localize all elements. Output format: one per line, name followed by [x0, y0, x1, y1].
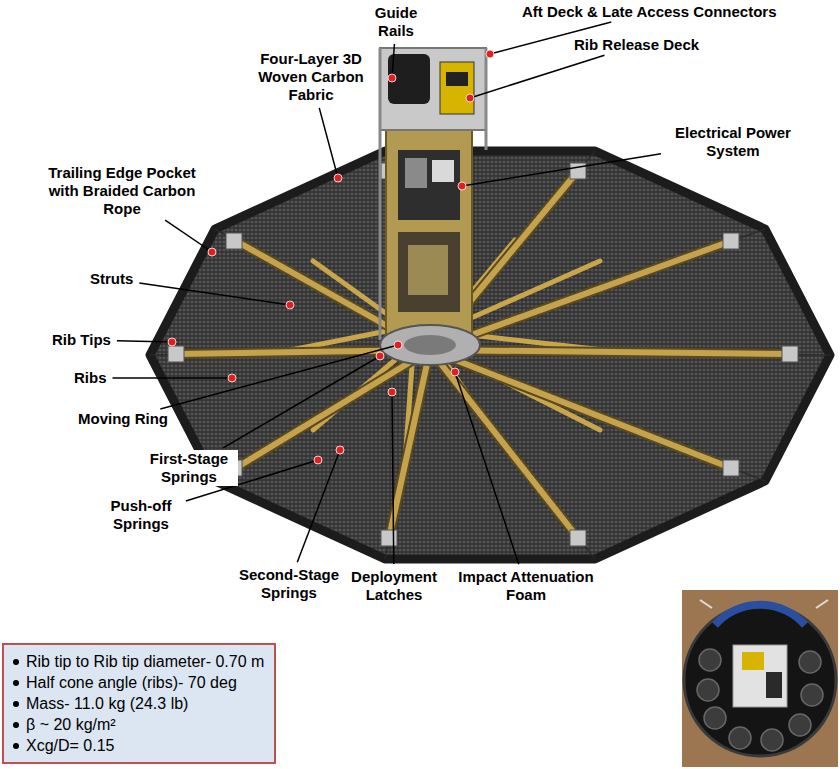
spec-item: Xcg/D= 0.15	[10, 735, 264, 756]
part-label: Struts	[88, 270, 135, 288]
callout-dot	[394, 341, 402, 349]
leader-line	[462, 154, 661, 186]
inset-photo	[682, 590, 838, 767]
leader-line	[392, 392, 394, 564]
part-label: Second-Stage Springs	[236, 566, 342, 602]
leader-line	[392, 44, 394, 78]
leader-line	[319, 108, 338, 178]
part-label: Four-Layer 3D Woven Carbon Fabric	[250, 50, 372, 104]
leader-line	[455, 372, 519, 564]
part-label: Aft Deck & Late Access Connectors	[520, 3, 779, 21]
part-label: Push-off Springs	[100, 497, 182, 533]
part-label: Guide Rails	[360, 4, 432, 40]
callout-dot	[376, 352, 384, 360]
callout-dot	[486, 50, 494, 58]
leader-line	[470, 55, 604, 98]
leader-line	[160, 345, 398, 409]
leader-line	[113, 377, 232, 379]
callout-dot	[286, 301, 294, 309]
spec-item: Rib tip to Rib tip diameter- 0.70 m	[10, 651, 264, 672]
callout-dot	[334, 174, 342, 182]
callout-dot	[388, 388, 396, 396]
heat-shield	[150, 151, 830, 559]
part-label: Ribs	[72, 369, 109, 387]
callout-dot	[451, 368, 459, 376]
callout-dot	[458, 182, 466, 190]
part-label: Rib Release Deck	[572, 36, 701, 54]
spec-item: Half cone angle (ribs)- 70 deg	[10, 672, 264, 693]
part-label: First-Stage Springs	[140, 450, 238, 486]
callout-dot	[466, 94, 474, 102]
part-label: Deployment Latches	[345, 568, 443, 604]
callout-dot	[388, 74, 396, 82]
leader-line	[223, 356, 380, 448]
central-column	[380, 48, 486, 365]
callout-dot	[228, 374, 236, 382]
spec-box: Rib tip to Rib tip diameter- 0.70 mHalf …	[2, 643, 276, 764]
leader-lines	[113, 22, 662, 564]
spec-item: Mass- 11.0 kg (24.3 lb)	[10, 693, 264, 714]
leader-line	[297, 450, 340, 562]
part-label: Impact Attenuation Foam	[450, 568, 602, 604]
part-label: Electrical Power System	[665, 124, 801, 160]
spec-item: β ~ 20 kg/m²	[10, 714, 264, 735]
ribs	[178, 171, 790, 538]
leader-line	[117, 341, 172, 342]
callout-dot	[314, 456, 322, 464]
callout-dot	[168, 338, 176, 346]
callout-dot	[336, 446, 344, 454]
part-label: Rib Tips	[50, 331, 113, 349]
part-label: Moving Ring	[76, 410, 170, 428]
leader-line	[165, 220, 212, 252]
rib-tips	[168, 163, 798, 546]
part-label: Trailing Edge Pocket with Braided Carbon…	[38, 164, 206, 218]
leader-line	[139, 283, 290, 305]
callout-dot	[208, 248, 216, 256]
